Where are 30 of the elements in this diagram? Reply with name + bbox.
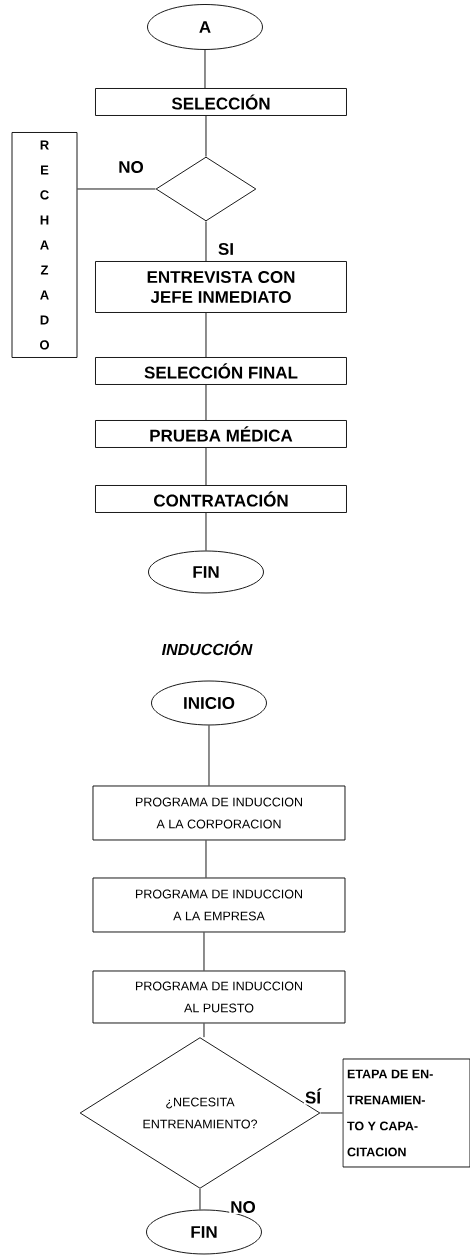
process-box: CONTRATACIÓN	[95, 485, 347, 513]
process-box: ENTREVISTA CON JEFE INMEDIATO	[95, 261, 347, 313]
edge-label: SÍ	[303, 1087, 323, 1105]
process-box: SELECCIÓN FINAL	[95, 357, 347, 385]
connector-line	[205, 512, 207, 551]
edge-label: NO	[117, 160, 145, 174]
decision-diamond	[155, 156, 257, 222]
process-box: SELECCIÓN	[95, 88, 347, 116]
process-box: PROGRAMA DE INDUCCION A LA CORPORACION	[92, 785, 346, 841]
connector-line	[205, 221, 207, 262]
connector-line	[204, 49, 206, 89]
connector-line	[205, 840, 207, 878]
process-box: R E C H A Z A D O	[11, 132, 78, 358]
connector-line	[77, 188, 156, 190]
connector-line	[205, 115, 207, 157]
connector-line	[203, 932, 205, 971]
connector-line	[199, 1188, 201, 1210]
process-box: PROGRAMA DE INDUCCION A LA EMPRESA	[92, 877, 346, 933]
connector-line	[208, 725, 210, 786]
connector-line	[205, 384, 207, 421]
section-heading: INDUCCIÓN	[161, 640, 253, 656]
process-box: PRUEBA MÉDICA	[95, 420, 347, 448]
connector-line	[203, 1023, 205, 1038]
connector-line	[205, 312, 207, 358]
connector-line	[205, 447, 207, 486]
connector-line	[320, 1112, 343, 1114]
process-box: PROGRAMA DE INDUCCION AL PUESTO	[92, 970, 346, 1024]
process-box: ETAPA DE EN- TRENAMIEN- TO Y CAPA- CITACION	[342, 1058, 470, 1168]
edge-label: NO	[229, 1199, 257, 1214]
edge-label: SI	[216, 242, 236, 256]
